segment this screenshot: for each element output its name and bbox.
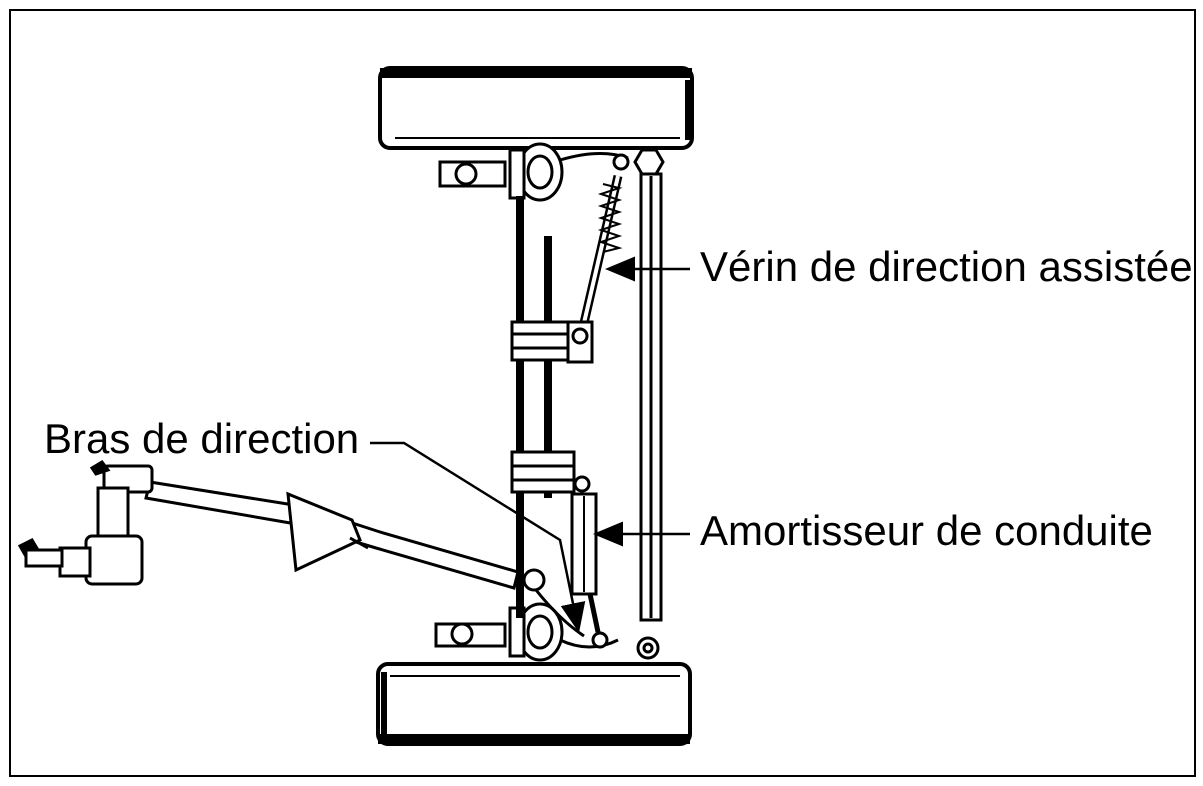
- label-steering-damper: Amortisseur de conduite: [700, 507, 1153, 554]
- axle-bars: [516, 172, 663, 622]
- lower-knuckle: [434, 602, 660, 662]
- power-steering-cylinder: [566, 174, 623, 364]
- axle-clamps: [510, 320, 576, 494]
- label-steering-arm: Bras de direction: [44, 415, 360, 462]
- steering-gear: [17, 460, 154, 586]
- steering-arm: [144, 480, 585, 638]
- upper-knuckle: [438, 142, 665, 202]
- bras-leader: [370, 441, 586, 633]
- upper-wheel: [378, 66, 694, 150]
- steering-damper: [570, 475, 601, 633]
- leader-lines: [370, 256, 690, 633]
- lower-wheel: [376, 662, 692, 746]
- label-power-steering-cylinder: Vérin de direction assistée: [700, 243, 1193, 290]
